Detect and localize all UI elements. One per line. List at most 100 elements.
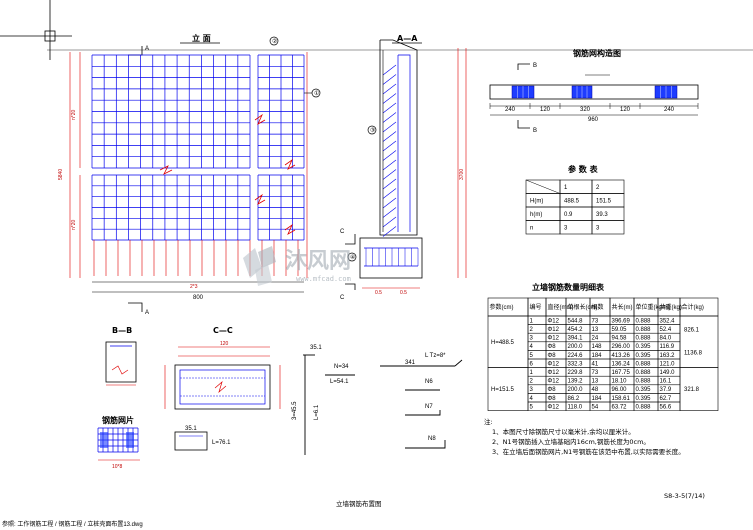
svg-text:5840: 5840 xyxy=(58,169,64,180)
note-2: 2、N1号钢筋插入立墙基础内16cm,钢筋长度为0cm。 xyxy=(492,437,650,446)
node-seg-label: 320 xyxy=(580,107,591,113)
qty-cell: 13 xyxy=(592,379,599,385)
qty-cell: 56.6 xyxy=(660,404,672,410)
node-detail-title: 钢筋网构造图 xyxy=(573,48,621,58)
qty-cell: 0.888 xyxy=(636,318,652,324)
qty-header-cell: 根数 xyxy=(592,303,604,311)
qty-cell: 2 xyxy=(530,379,534,385)
qty-cell: Φ8 xyxy=(548,387,557,393)
param-cell: 39.3 xyxy=(596,212,608,218)
svg-text:①: ① xyxy=(314,90,319,97)
qty-cell: 37.9 xyxy=(660,387,672,393)
qty-cell: 0.888 xyxy=(636,404,652,410)
aa-dim-1: 0.5 xyxy=(375,290,382,296)
qty-cell: 63.72 xyxy=(612,404,628,410)
qty-cell: 48 xyxy=(592,387,599,393)
svg-text:35.1: 35.1 xyxy=(310,345,322,351)
qty-cell: 4 xyxy=(530,396,534,402)
elevation-dim-inner: 2*3 xyxy=(190,284,198,290)
param-cell: 488.5 xyxy=(564,199,580,205)
svg-text:N6: N6 xyxy=(425,379,433,385)
upper-rebar-mesh xyxy=(91,54,251,169)
qty-cell: 0.395 xyxy=(636,387,652,393)
qty-cell: 0.888 xyxy=(636,379,652,385)
qty-cell: 0.888 xyxy=(636,327,652,333)
node-seg-label: 120 xyxy=(620,107,631,113)
param-cell: 3 xyxy=(564,226,568,232)
svg-text:341: 341 xyxy=(405,360,416,366)
qty-cell: 121.0 xyxy=(660,361,676,367)
qty-cell: 13 xyxy=(592,327,599,333)
svg-text:L=54.1: L=54.1 xyxy=(330,379,349,385)
param-cell: 3 xyxy=(596,226,600,232)
qty-cell: 86.2 xyxy=(568,396,580,402)
aa-dim-2: 0.5 xyxy=(400,290,407,296)
watermark-brand: 沐风网 xyxy=(285,249,351,274)
qty-header-cell: 共长(m) xyxy=(612,303,633,311)
section-bb-view: B—B xyxy=(105,326,137,386)
rebar-mesh-title: 钢筋网片 xyxy=(102,415,134,425)
lower-rebar-mesh xyxy=(91,174,251,241)
qty-cell: 296.00 xyxy=(612,344,631,350)
qty-cell: Φ12 xyxy=(548,327,560,333)
qty-cell: 5 xyxy=(530,404,534,410)
qty-param-cell: H=488.5 xyxy=(491,340,515,346)
node-dim-total: 960 xyxy=(588,117,599,123)
node-seg-label: 120 xyxy=(540,107,551,113)
svg-text:N7: N7 xyxy=(425,404,433,410)
qty-cell: 5 xyxy=(530,353,534,359)
qty-cell: 1 xyxy=(530,318,534,324)
bottom-title: 立墙钢筋布置图 xyxy=(336,499,382,508)
svg-text:④: ④ xyxy=(350,254,355,261)
svg-text:L=76.1: L=76.1 xyxy=(212,440,231,446)
section-aa-title: A—A xyxy=(397,34,418,43)
watermark-url: www.mfcad.com xyxy=(296,275,351,283)
site-watermark: 沐风网 www.mfcad.com xyxy=(243,246,351,286)
qty-cell: 59.05 xyxy=(612,327,628,333)
qty-cell: 24 xyxy=(592,336,599,342)
param-cell: 2 xyxy=(596,185,600,191)
cut-b-bottom-label: B xyxy=(533,128,537,134)
cut-b-top-label: B xyxy=(533,63,537,69)
qty-cell: 184 xyxy=(592,353,603,359)
qty-cell: 0.395 xyxy=(636,344,652,350)
qty-cell: Φ8 xyxy=(548,396,557,402)
node-seg-label: 240 xyxy=(664,107,675,113)
cut-c-top-label: C xyxy=(340,229,345,235)
bar-shape-sketches: 35.1 3=45.5 L=6.1 N=34 L=54.1 L Tz=8* 34… xyxy=(292,345,463,455)
svg-text:n*20: n*20 xyxy=(71,219,77,230)
param-cell: H(m) xyxy=(530,199,543,205)
svg-text:N=34: N=34 xyxy=(334,364,349,370)
qty-cell: 544.8 xyxy=(568,318,584,324)
svg-text:L Tz=8*: L Tz=8* xyxy=(425,353,446,359)
section-bb-title: B—B xyxy=(112,326,132,335)
qty-cell: 73 xyxy=(592,318,599,324)
elevation-title: 立 面 xyxy=(192,33,211,43)
qty-header-cell: 单根长(cm) xyxy=(568,303,598,311)
param-cell: 0.9 xyxy=(564,212,573,218)
note-3: 3、在立墙后面钢筋网片,N1号钢筋在该范中布置,以实际需要长度。 xyxy=(492,447,685,456)
qty-cell: 0.888 xyxy=(636,336,652,342)
qty-cell: 62.7 xyxy=(660,396,672,402)
svg-text:10*8: 10*8 xyxy=(112,464,123,470)
qty-cell: 158.61 xyxy=(612,396,631,402)
watermark-logo-icon xyxy=(243,246,276,286)
qty-total-cell: 826.1 xyxy=(684,327,700,333)
qty-header-cell: 共重(kg) xyxy=(660,303,682,311)
section-aa-view: A—A C C 0.5 0.5 3700 ③ ④ xyxy=(340,34,467,301)
drawing-number: S8-3-5(7/14) xyxy=(664,492,705,500)
qty-cell: 52.4 xyxy=(660,327,672,333)
cut-a-top-label: A xyxy=(145,46,149,52)
qty-cell: Φ12 xyxy=(548,318,560,324)
qty-cell: 6 xyxy=(530,361,534,367)
elevation-dim-total: 800 xyxy=(193,295,204,301)
qty-cell: 4 xyxy=(530,344,534,350)
qty-cell: Φ12 xyxy=(548,379,560,385)
elevation-view: 立 面 A A 5840 n*20 n*20 2*3 800 xyxy=(58,33,321,316)
qty-header-cell: 单位重(kg/m) xyxy=(636,303,671,311)
qty-cell: 94.58 xyxy=(612,336,628,342)
qty-total-cell: 321.8 xyxy=(684,387,700,393)
svg-text:35.1: 35.1 xyxy=(185,426,197,432)
